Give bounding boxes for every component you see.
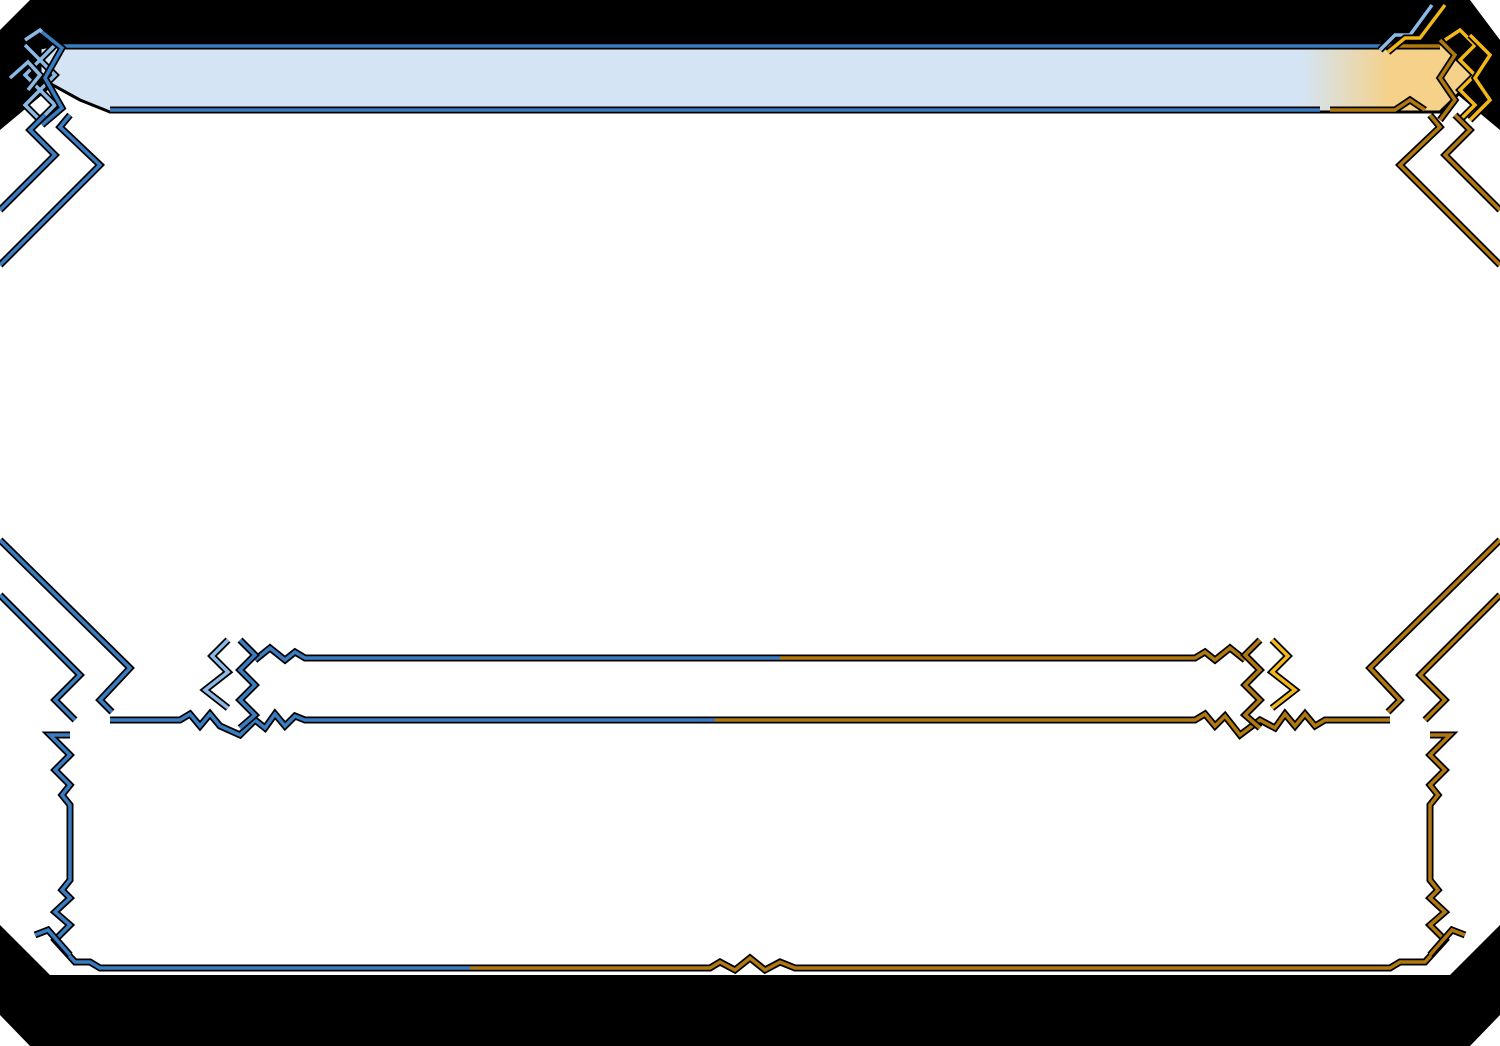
strip-left-top [0,112,106,268]
strip-right-top [1394,112,1500,268]
ornament-top-right [1435,25,1495,123]
ornament-top-left [7,25,67,128]
bottom-black-band [0,925,1500,1046]
bottom-panel-frame [33,731,1467,975]
strip-right-bottom [1365,537,1500,723]
title-bar [38,2,1477,114]
sub-title-bar [110,637,1390,740]
strip-left-bottom [0,537,135,723]
